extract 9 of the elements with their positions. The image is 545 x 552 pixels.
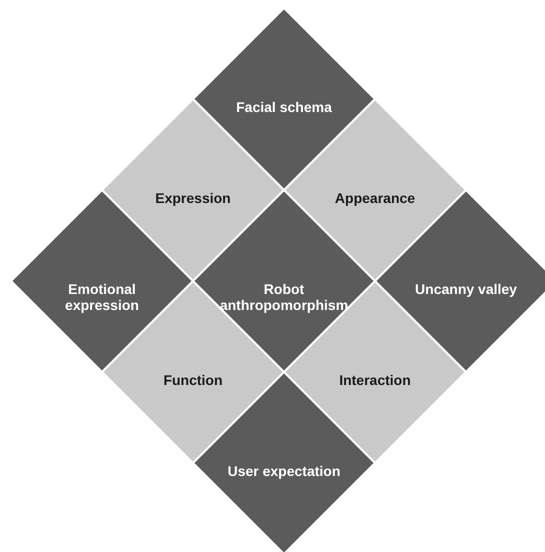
tile-label: Uncanny valley [414,281,518,297]
tile-label: Emotional expression [64,281,140,313]
tile-label: Function [162,372,224,388]
tile-label: Facial schema [235,99,333,115]
tile-label: Expression [154,190,232,206]
tile-label: Interaction [338,372,412,388]
tile-label: User expectation [226,463,342,479]
tile-label: Appearance [334,190,416,206]
tile-label: Robot anthropomorphism [219,281,349,313]
